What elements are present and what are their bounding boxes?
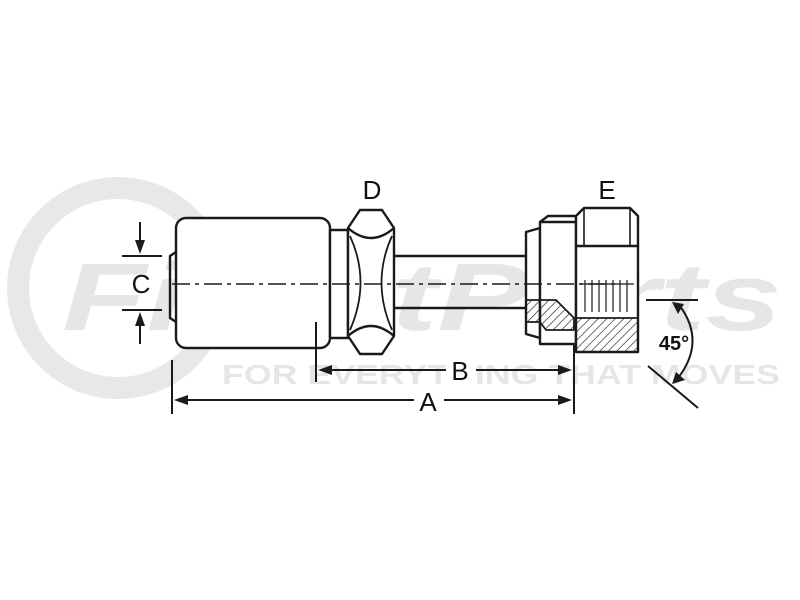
swivel-nose bbox=[524, 214, 578, 346]
label-c: C bbox=[132, 269, 151, 299]
dimension-b bbox=[318, 365, 572, 375]
angle-45 bbox=[646, 299, 699, 409]
seal-section bbox=[525, 299, 575, 331]
hex-nut-e bbox=[574, 206, 640, 354]
label-a: A bbox=[419, 387, 437, 417]
dimension-a bbox=[174, 395, 572, 405]
label-angle: 45° bbox=[659, 333, 689, 355]
sleeve-body bbox=[174, 216, 332, 350]
watermark-tagline: FOR EVERYTHING THAT MOVES bbox=[222, 359, 780, 390]
hex-nut-d bbox=[346, 208, 396, 356]
label-e: E bbox=[598, 175, 615, 205]
label-b-bg bbox=[446, 356, 476, 384]
fitting-drawing bbox=[168, 206, 640, 356]
label-a-bg bbox=[414, 386, 444, 414]
sleeve-lip bbox=[168, 251, 177, 323]
dimension-labels: D E C B A 45° bbox=[132, 175, 690, 417]
dimension-c bbox=[122, 222, 162, 344]
thread-section-hatch bbox=[575, 317, 639, 353]
label-b: B bbox=[451, 356, 468, 386]
label-d: D bbox=[363, 175, 382, 205]
dimensions bbox=[122, 222, 699, 414]
